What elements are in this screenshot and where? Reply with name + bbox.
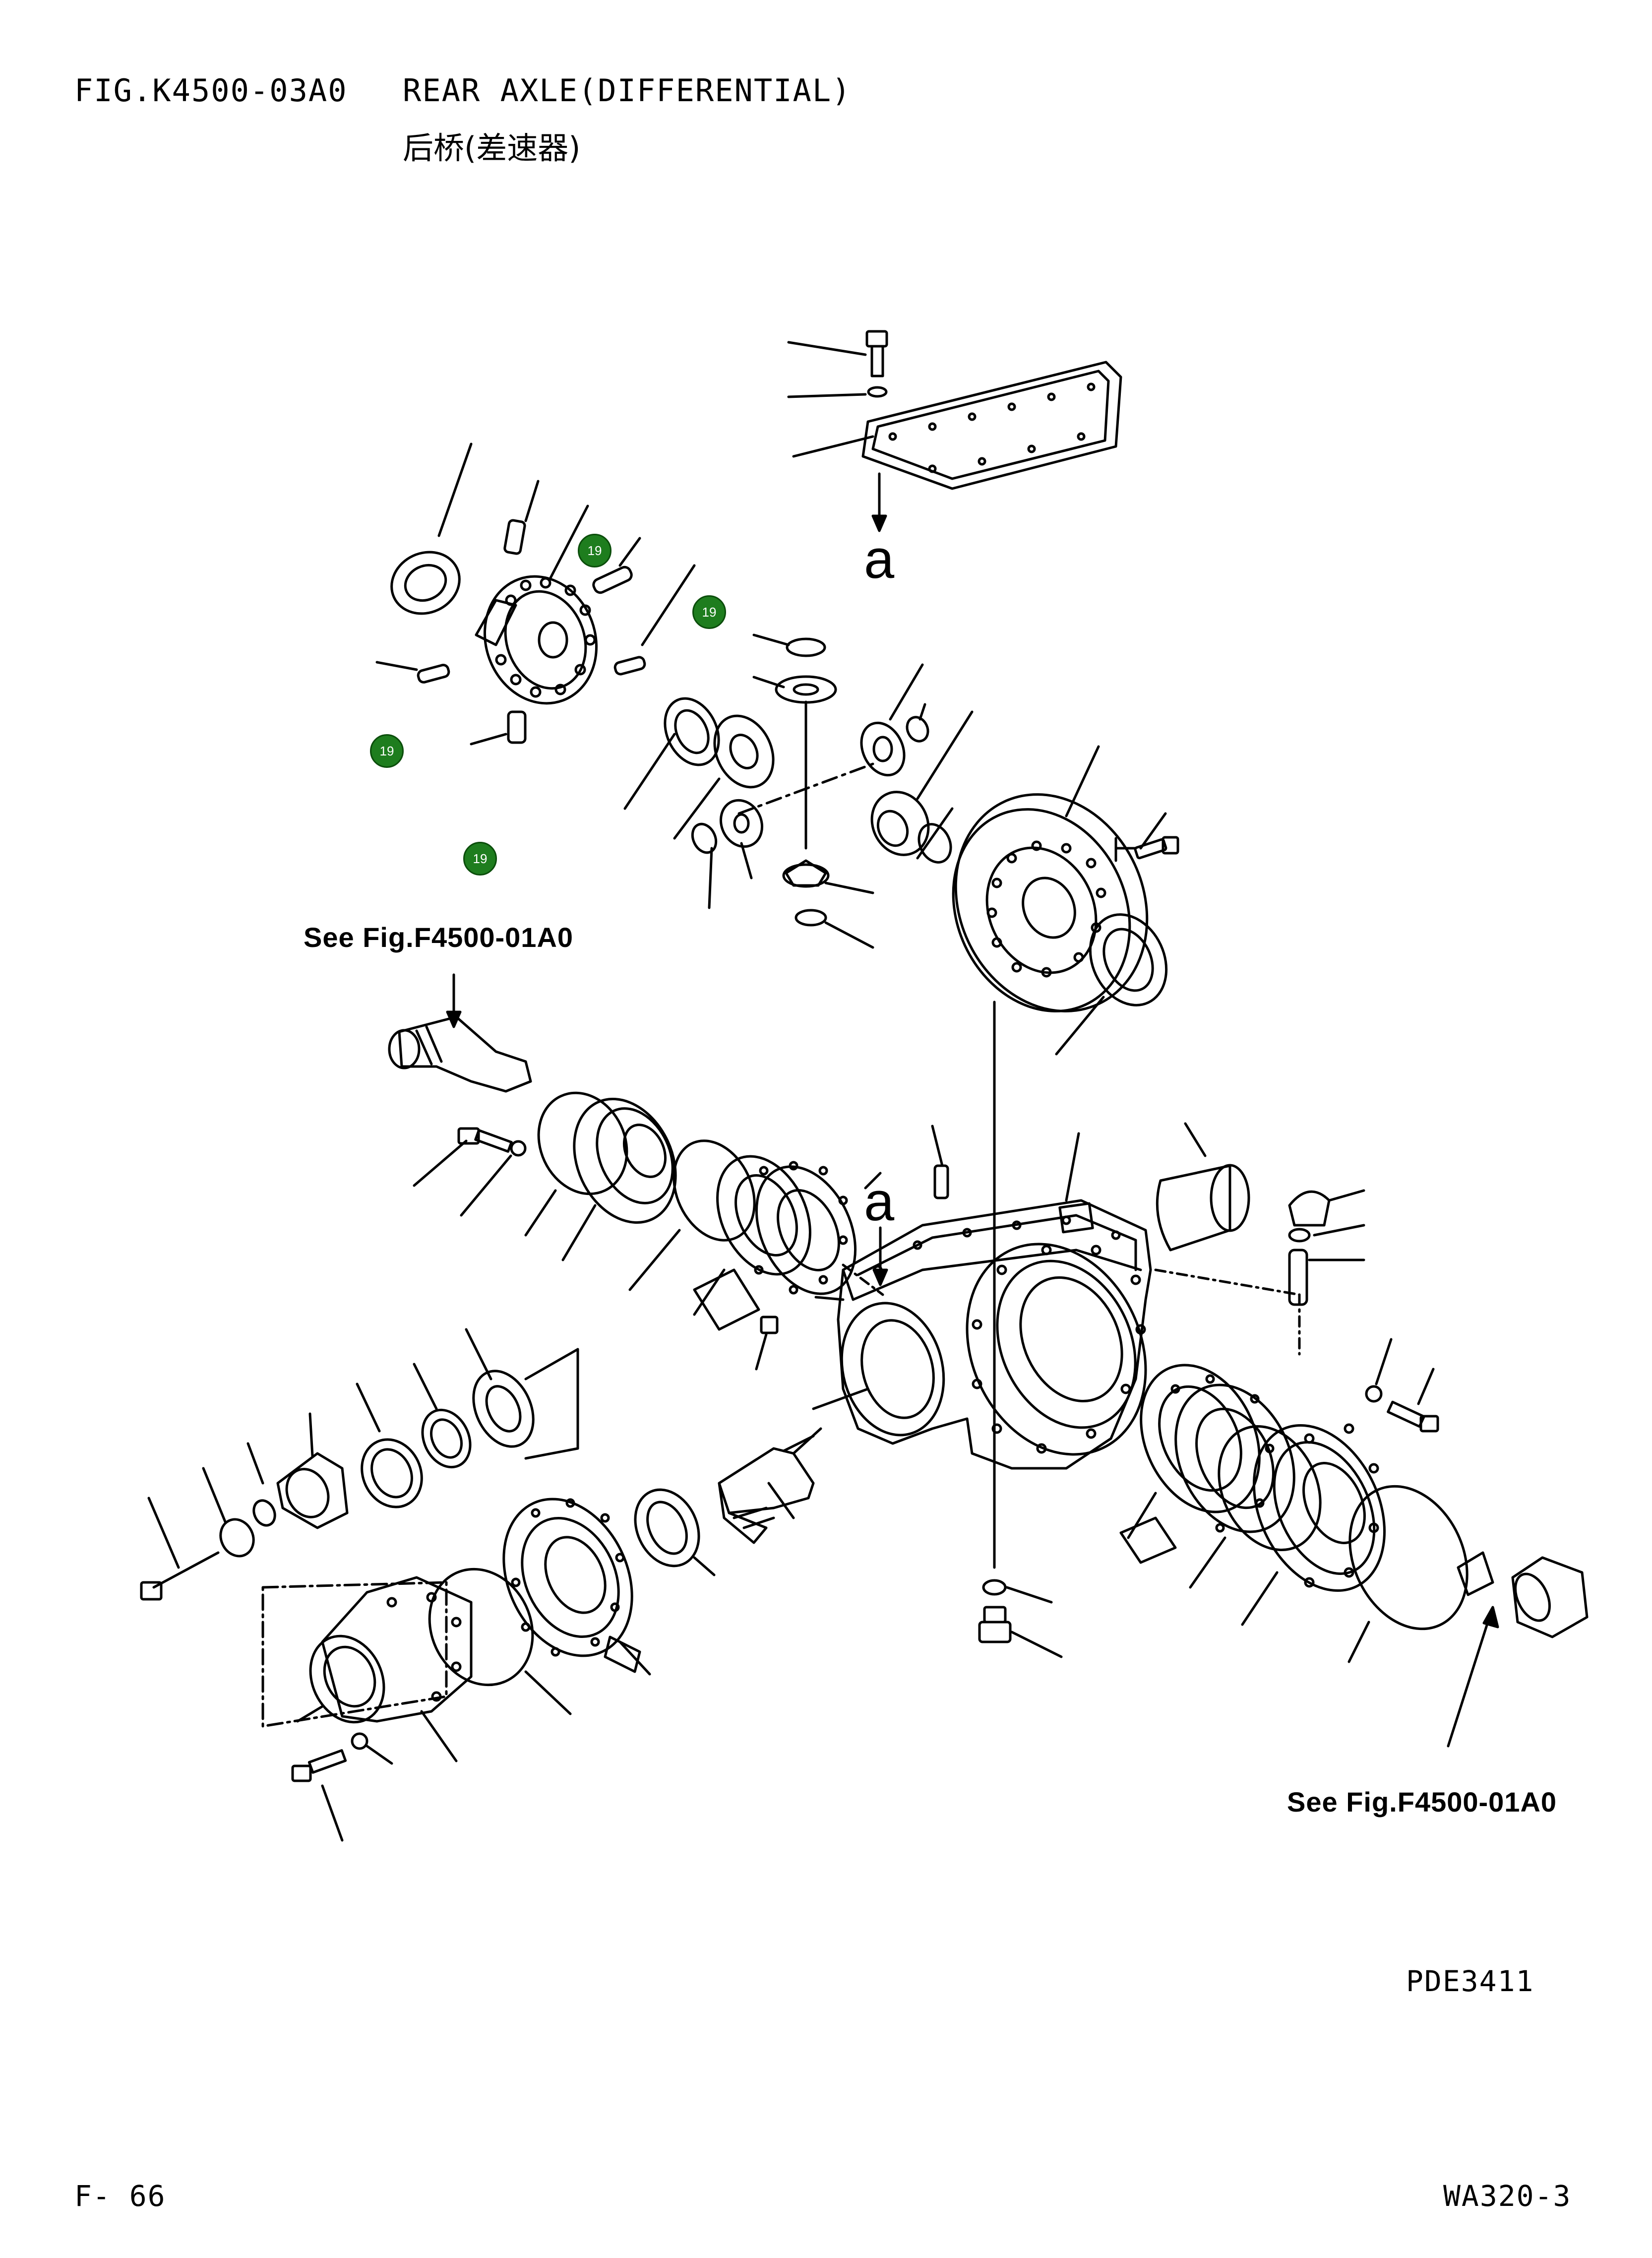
callout-badge: 19 <box>692 595 726 629</box>
reference-note-bottom-right: See Fig.F4500-01A0 <box>1287 1786 1557 1818</box>
callout-badge: 19 <box>578 534 612 567</box>
arrow-letter-a-housing: a <box>864 1171 895 1232</box>
callout-badge: 19 <box>463 842 497 876</box>
left-shaft-group <box>388 973 857 1331</box>
differential-case-group <box>375 442 696 746</box>
page-number: F- 66 <box>74 2179 166 2213</box>
right-brake-group <box>1119 1338 1589 1748</box>
drain-plug-group <box>978 1579 1063 1658</box>
figure-code: FIG.K4500-03A0 <box>74 72 348 109</box>
machine-model: WA320-3 <box>1443 2179 1572 2213</box>
ring-gear-group <box>952 745 1179 1569</box>
side-gears-group <box>623 633 974 949</box>
arrow-letter-a-top: a <box>864 529 895 590</box>
reference-note-top-left: See Fig.F4500-01A0 <box>304 922 574 953</box>
pinion-group <box>140 1328 869 1842</box>
right-sleeve-group <box>1154 1122 1365 1356</box>
cover-plate-group <box>787 330 1122 532</box>
figure-title-cn: 后桥(差速器) <box>403 130 581 166</box>
figure-title-en: REAR AXLE(DIFFERENTIAL) <box>403 72 852 109</box>
drawing-code: PDE3411 <box>1406 1964 1534 1998</box>
callout-badge: 19 <box>370 734 404 768</box>
differential-housing-group: a <box>755 1125 1152 1470</box>
